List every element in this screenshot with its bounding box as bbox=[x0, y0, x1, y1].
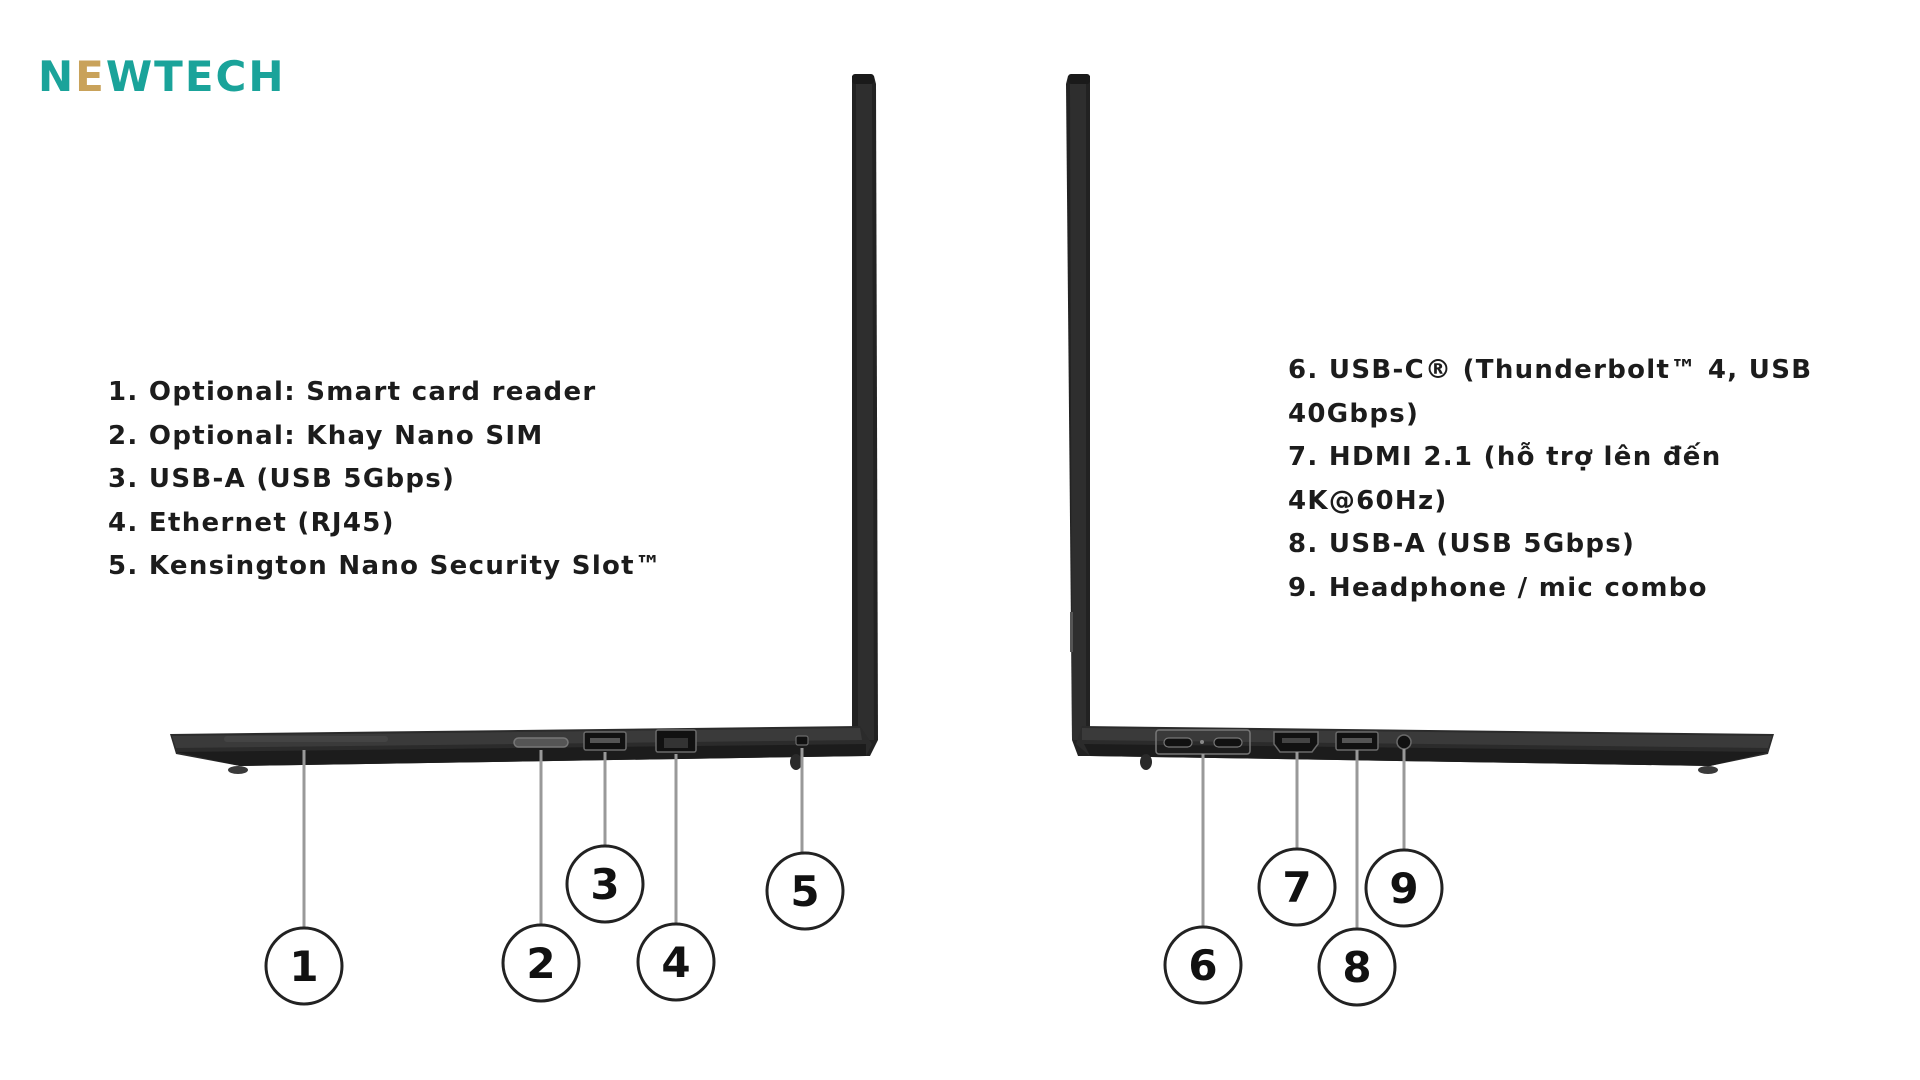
svg-text:2: 2 bbox=[526, 939, 555, 988]
callout-3: 3 bbox=[565, 844, 645, 924]
right-port-list: 6. USB-C® (Thunderbolt™ 4, USB 40Gbps) 7… bbox=[1288, 349, 1848, 610]
port-item-5: 5. Kensington Nano Security Slot™ bbox=[108, 551, 663, 581]
port-item-8: 8. USB-A (USB 5Gbps) bbox=[1288, 529, 1636, 559]
port-item-4: 4. Ethernet (RJ45) bbox=[108, 507, 395, 538]
callout-9: 9 bbox=[1364, 848, 1444, 928]
svg-text:3: 3 bbox=[590, 860, 619, 909]
svg-text:1: 1 bbox=[289, 942, 318, 991]
laptop-left-side-view bbox=[170, 74, 878, 774]
port-item-1: 1. Optional: Smart card reader bbox=[108, 377, 597, 407]
newtech-logo: NEWTECH bbox=[38, 52, 286, 101]
callout-7: 7 bbox=[1257, 847, 1337, 927]
port-item-6-cont: 40Gbps) bbox=[1288, 398, 1420, 429]
svg-text:6: 6 bbox=[1188, 941, 1217, 990]
usb-c-port-2 bbox=[1213, 737, 1243, 748]
headphone-jack bbox=[1396, 734, 1412, 750]
port-item-7-cont: 4K@60Hz) bbox=[1288, 485, 1448, 516]
port-item-9: 9. Headphone / mic combo bbox=[1288, 572, 1708, 603]
smart-card-reader-slot bbox=[224, 736, 388, 742]
svg-text:9: 9 bbox=[1389, 864, 1418, 913]
svg-text:7: 7 bbox=[1282, 863, 1311, 912]
port-item-6: 6. USB-C® (Thunderbolt™ 4, USB bbox=[1288, 355, 1813, 385]
svg-text:4: 4 bbox=[661, 938, 690, 987]
callout-6: 6 bbox=[1163, 925, 1243, 1005]
left-leader-lines bbox=[302, 748, 804, 934]
callout-4: 4 bbox=[636, 922, 716, 1002]
callout-2: 2 bbox=[501, 923, 581, 1003]
port-item-2: 2. Optional: Khay Nano SIM bbox=[108, 420, 544, 451]
port-item-3: 3. USB-A (USB 5Gbps) bbox=[108, 464, 456, 494]
kensington-slot bbox=[795, 735, 809, 746]
svg-text:5: 5 bbox=[790, 867, 819, 916]
svg-text:8: 8 bbox=[1342, 943, 1371, 992]
usb-c-port-1 bbox=[1163, 737, 1193, 748]
port-item-7: 7. HDMI 2.1 (hỗ trợ lên đến bbox=[1288, 442, 1722, 472]
left-port-list: 1. Optional: Smart card reader 2. Option… bbox=[108, 371, 708, 589]
callout-5: 5 bbox=[765, 851, 845, 931]
callout-1: 1 bbox=[264, 926, 344, 1006]
right-leader-lines bbox=[1201, 749, 1406, 932]
callout-8: 8 bbox=[1317, 927, 1397, 1007]
laptop-right-side-view bbox=[1066, 74, 1774, 774]
nano-sim-tray bbox=[513, 737, 569, 748]
